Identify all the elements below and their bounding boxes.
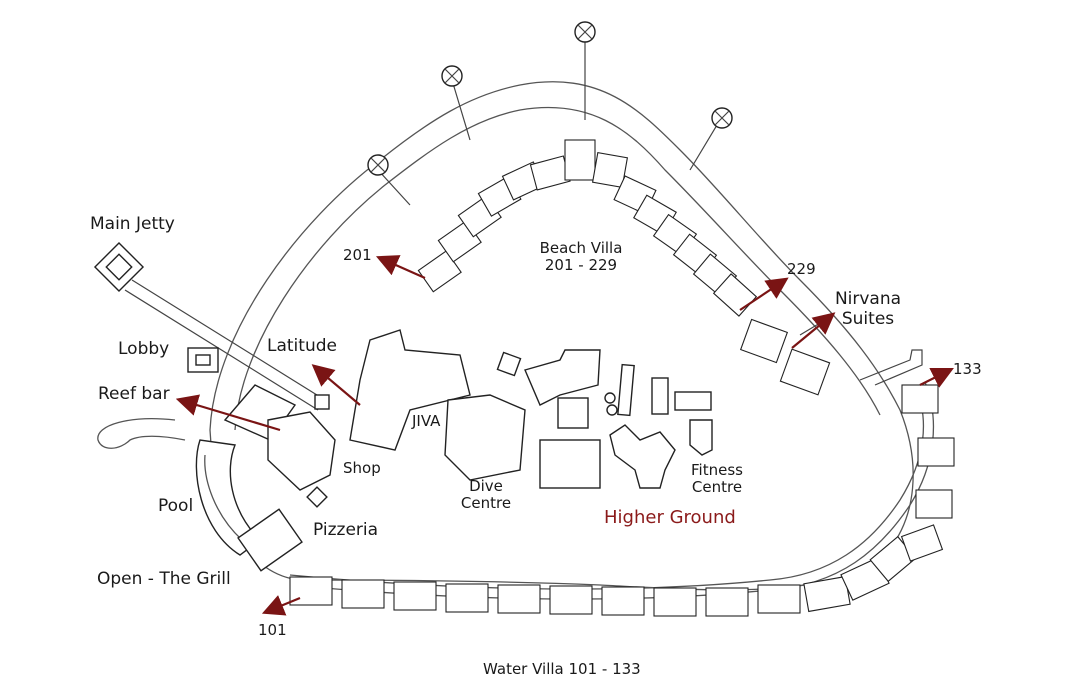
beach-villa-line2: 201 - 229 xyxy=(544,256,618,275)
main-jetty-label: Main Jetty xyxy=(90,214,175,234)
main-jetty xyxy=(93,241,330,411)
nirvana-line2: Suites xyxy=(841,308,895,329)
nirvana-jetty xyxy=(859,349,923,386)
beach-villa-label: Beach Villa 201 - 229 xyxy=(535,239,627,275)
nirvana-suites-label: Nirvana Suites xyxy=(833,289,903,329)
fitness-centre-line2: Centre xyxy=(691,478,743,497)
arrow-latitude xyxy=(311,364,361,406)
pizzeria-label: Pizzeria xyxy=(313,520,379,540)
marker-229: 229 xyxy=(787,260,816,278)
central-buildings xyxy=(349,329,713,489)
beach-villas xyxy=(417,139,758,317)
beach-villa-line1: Beach Villa xyxy=(539,239,623,257)
open-grill-label: Open - The Grill xyxy=(97,569,231,589)
lobby-area xyxy=(187,347,336,508)
jiva-label: JIVA xyxy=(412,412,441,430)
dive-centre-label: Dive Centre xyxy=(458,477,514,513)
arrow-nirvana xyxy=(791,312,836,349)
lobby-label: Lobby xyxy=(118,339,170,359)
fitness-centre-label: Fitness Centre xyxy=(686,461,748,497)
water-villas-bottom xyxy=(289,535,917,617)
fitness-centre-line1: Fitness xyxy=(691,461,743,479)
beach-gazebos xyxy=(367,21,733,206)
latitude-label: Latitude xyxy=(267,336,337,356)
arrows xyxy=(175,255,954,616)
water-villas-right xyxy=(900,384,955,562)
pool-label: Pool xyxy=(158,496,194,516)
arrow-101 xyxy=(261,595,301,616)
higher-ground-label: Higher Ground xyxy=(604,507,736,528)
marker-133: 133 xyxy=(953,360,982,378)
reef-bar-curl xyxy=(97,418,186,449)
nirvana-suites xyxy=(739,318,831,396)
arrow-133 xyxy=(919,368,954,388)
nirvana-line1: Nirvana xyxy=(834,289,902,309)
pool xyxy=(195,439,303,572)
arrow-reef-bar xyxy=(175,394,281,432)
dive-centre-line2: Centre xyxy=(460,494,512,513)
dive-centre-line1: Dive xyxy=(469,477,503,495)
shop-label: Shop xyxy=(343,459,381,477)
arrow-201 xyxy=(375,255,426,280)
arrow-229 xyxy=(739,277,789,311)
marker-201: 201 xyxy=(343,246,372,264)
water-villa-label: Water Villa 101 - 133 xyxy=(483,660,641,678)
marker-101: 101 xyxy=(258,621,287,639)
reef-bar-label: Reef bar xyxy=(98,384,170,404)
